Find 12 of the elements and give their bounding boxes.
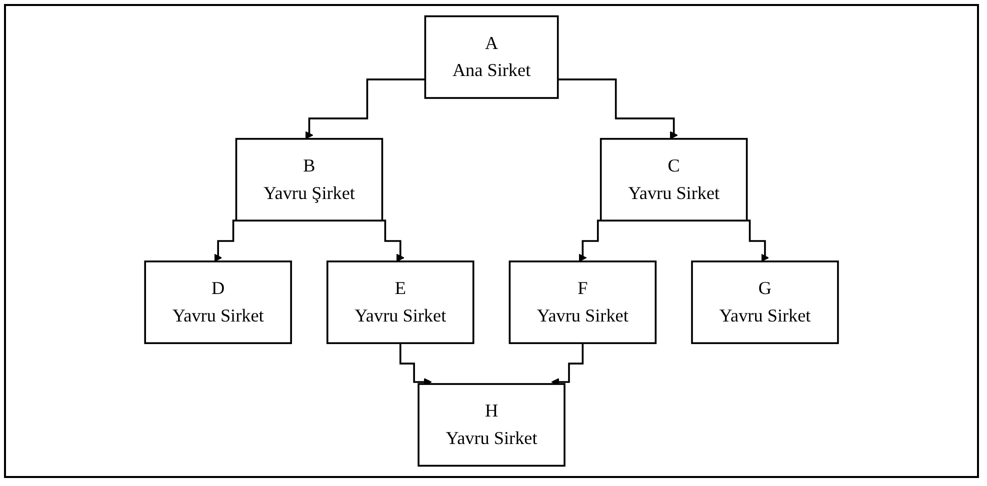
node-box: E Yavru Sirket bbox=[326, 260, 474, 344]
node-box: A Ana Sirket bbox=[424, 15, 559, 99]
node-box: F Yavru Sirket bbox=[508, 260, 657, 344]
arrow bbox=[551, 342, 584, 386]
node-box: C Yavru Sirket bbox=[600, 138, 748, 222]
node-box: G Yavru Sirket bbox=[691, 260, 839, 344]
node-box: B Yavru Şirket bbox=[235, 138, 384, 222]
arrow bbox=[305, 78, 426, 140]
node-box: H Yavru Sirket bbox=[418, 383, 566, 467]
arrow bbox=[399, 342, 432, 386]
node-box: D Yavru Sirket bbox=[144, 260, 292, 344]
arrow bbox=[558, 78, 678, 140]
